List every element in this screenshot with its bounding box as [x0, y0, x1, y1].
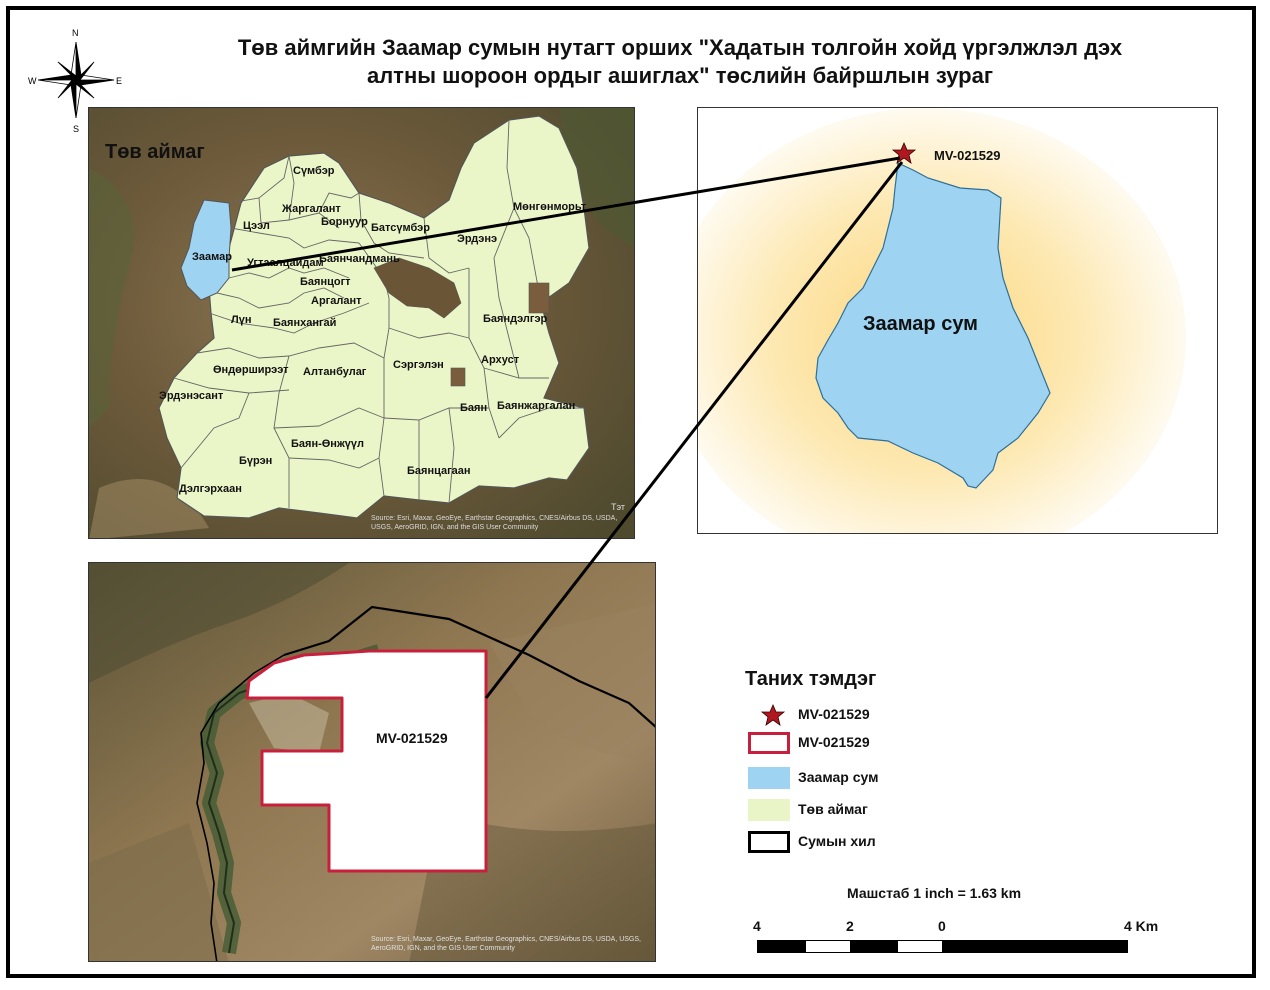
detail-svg: MV-021529 Source: Esri, Maxar, GeoEye, E… [89, 563, 655, 961]
soum-label: Баянцагаан [407, 465, 471, 477]
soum-label: Сүмбэр [293, 165, 335, 177]
soum-label: Цээл [243, 220, 270, 232]
title-line-2: алтны шороон ордыг ашиглах" төслийн байр… [366, 63, 994, 88]
legend-item-star: MV-021529 [745, 704, 1045, 730]
enclave-patch [528, 282, 550, 314]
soum-label: Баян [460, 402, 487, 414]
legend-item-parcel: MV-021529 [745, 732, 1045, 758]
attribution: Source: Esri, Maxar, GeoEye, Earthstar G… [371, 515, 618, 531]
soum-label: Баян-Өнжүүл [291, 438, 364, 450]
scale-tick: 0 [938, 918, 946, 934]
overview-svg: Төв аймаг Сүмбэр Жаргалант Цээл Борнуур … [89, 108, 634, 538]
scale-segment [805, 940, 851, 953]
compass-s: S [73, 124, 79, 134]
legend-label: Сумын хил [798, 833, 876, 849]
scale-tick: 2 [846, 918, 854, 934]
legend-item-zaamar: Заамар сум [745, 767, 1045, 793]
map-title: Төв аймгийн Заамар сумын нутагт орших "Х… [150, 34, 1210, 90]
soum-label: Борнуур [321, 216, 368, 228]
soum-label: Аргалант [311, 295, 362, 307]
soum-label: Мөнгөнморьт [513, 201, 587, 213]
soum-label: Баянхангай [273, 317, 336, 329]
soum-label: Баянцогт [300, 276, 351, 288]
legend-label: Заамар сум [798, 769, 879, 785]
zaamar-inset-map: MV-021529 Заамар сум [697, 107, 1218, 534]
zaamar-swatch [748, 767, 790, 789]
title-line-1: Төв аймгийн Заамар сумын нутагт орших "Х… [237, 35, 1123, 60]
soum-label: Баянчандмань [319, 253, 400, 265]
soum-label: Баянжаргалан [497, 400, 575, 412]
soum-label: Эрдэнэсант [159, 390, 224, 402]
soum-label: Архуст [481, 354, 520, 366]
soum-label: Заамар [192, 251, 232, 263]
inset-soum-label: Заамар сум [863, 313, 978, 335]
soum-label: Лүн [231, 314, 251, 326]
soum-label: Сэргэлэн [393, 359, 444, 371]
scale-segment [850, 940, 898, 953]
corner-label: Тэт [611, 502, 625, 512]
compass-w: W [28, 76, 37, 86]
tuv-swatch [748, 799, 790, 821]
legend: Таних тэмдэг MV-021529 MV-021529 Заамар … [745, 668, 1045, 868]
scale-tick: 4 Km [1124, 918, 1159, 934]
detail-attribution: Source: Esri, Maxar, GeoEye, Earthstar G… [371, 936, 641, 952]
soum-border-line-west [196, 654, 285, 961]
scale-segment [757, 940, 806, 953]
north-arrow: N S E W [28, 28, 122, 134]
overview-map: Төв аймаг Сүмбэр Жаргалант Цээл Борнуур … [88, 107, 635, 539]
soum-label: Дэлгэрхаан [179, 483, 242, 495]
legend-item-tuv: Төв аймаг [745, 799, 1045, 825]
star-icon [760, 704, 786, 726]
soum-label: Өндөрширээт [213, 364, 289, 376]
scale-segment [942, 940, 1128, 953]
soum-label: Жаргалант [281, 203, 341, 215]
soum-label: Алтанбулаг [303, 366, 367, 378]
enclave-patch [450, 367, 466, 387]
soum-label: Угтаалцайдам [247, 257, 324, 269]
scale-text: Машстаб 1 inch = 1.63 km [847, 885, 1022, 901]
legend-label: Төв аймаг [798, 801, 868, 817]
aimag-label: Төв аймаг [105, 141, 205, 163]
scale-segment [897, 940, 943, 953]
mv-021529-parcel [245, 649, 488, 873]
compass-e: E [116, 76, 122, 86]
parcel-label: MV-021529 [376, 730, 448, 746]
soum-label: Эрдэнэ [457, 233, 497, 245]
soum-label: Бүрэн [239, 455, 272, 467]
soum-label: Баяндэлгэр [483, 313, 548, 325]
detail-map: MV-021529 Source: Esri, Maxar, GeoEye, E… [88, 562, 656, 962]
soum-label: Батсүмбэр [371, 222, 430, 234]
legend-label: MV-021529 [798, 706, 870, 722]
scale-tick: 4 [753, 918, 761, 934]
legend-title: Таних тэмдэг [745, 668, 877, 690]
parcel-swatch [748, 732, 790, 754]
legend-label: MV-021529 [798, 734, 870, 750]
zaamar-soum-area [180, 199, 232, 301]
legend-item-border: Сумын хил [745, 831, 1045, 857]
inset-svg: MV-021529 Заамар сум [698, 108, 1217, 533]
border-swatch [748, 831, 790, 853]
inset-point-label: MV-021529 [934, 148, 1001, 163]
compass-n: N [72, 28, 79, 38]
